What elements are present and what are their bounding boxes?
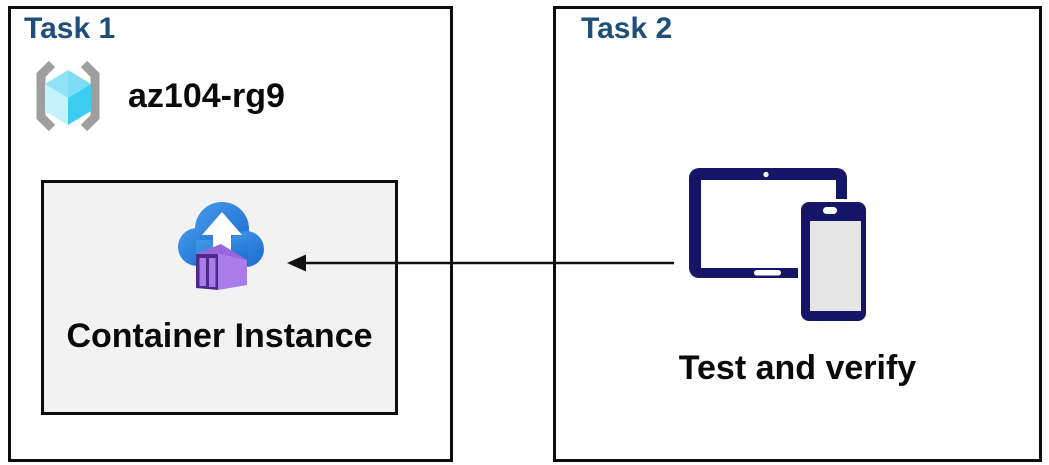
task2-title: Task 2 [581, 12, 673, 45]
resource-group-name: az104-rg9 [128, 77, 285, 115]
container-instance-icon [178, 202, 264, 290]
container-instance-label: Container Instance [66, 317, 373, 355]
devices-icon [689, 168, 869, 324]
test-and-verify-label: Test and verify [678, 349, 917, 387]
arrow-task2-to-container [287, 254, 674, 272]
resource-group-icon [36, 60, 100, 132]
task1-title: Task 1 [24, 12, 116, 45]
